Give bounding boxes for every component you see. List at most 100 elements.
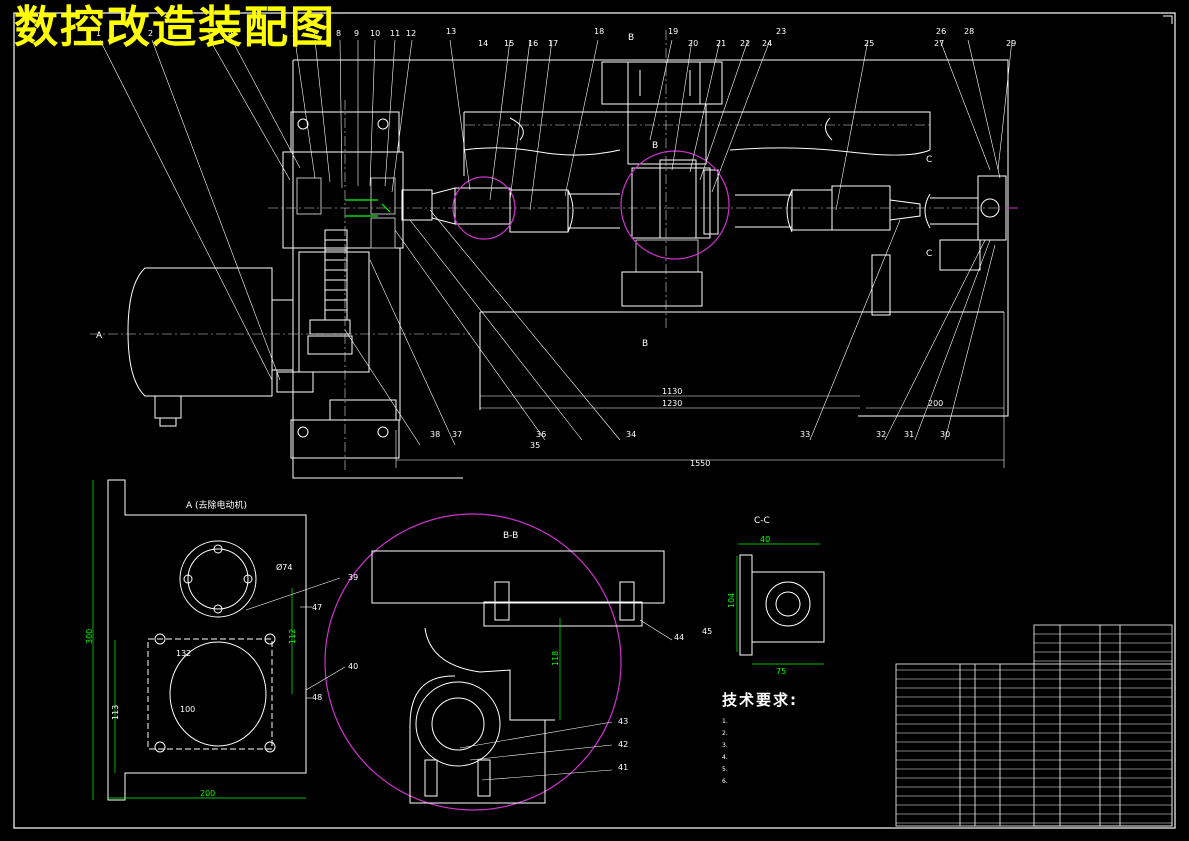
drawing-border [13, 12, 1176, 829]
dim-74: Ø74 [276, 562, 292, 572]
section-marker-b-bottom: B [642, 339, 648, 349]
callout-43: 43 [618, 717, 628, 726]
callout-13: 13 [446, 27, 456, 36]
callout-28: 28 [964, 27, 974, 36]
callout-17: 17 [548, 39, 558, 48]
dim-118: 118 [551, 651, 560, 666]
b-section-leaders [459, 619, 673, 781]
callout-48: 48 [312, 693, 322, 702]
callout-42: 42 [618, 740, 628, 749]
dim-200-a: 200 [200, 789, 215, 798]
callout-35: 35 [530, 441, 540, 450]
dim-1230: 1230 [662, 399, 682, 408]
section-marker-a: A [96, 331, 103, 341]
tech-req-item: 6. [722, 778, 728, 785]
callout-3: 3 [206, 29, 211, 38]
callout-11: 11 [390, 29, 400, 38]
dim-113: 113 [111, 705, 120, 720]
callout-30: 30 [940, 430, 950, 439]
callout-37: 37 [452, 430, 462, 439]
dim-132: 132 [176, 649, 191, 658]
section-marker-c-bottom: C [926, 249, 932, 259]
callout-26: 26 [936, 27, 946, 36]
callout-29: 29 [1006, 39, 1016, 48]
callout-39: 39 [348, 573, 358, 582]
a-view-leaders [245, 577, 346, 699]
dim-300: 300 [85, 629, 94, 644]
centerlines [90, 30, 1000, 470]
main-dimensions [395, 312, 1005, 468]
callout-34: 34 [626, 430, 636, 439]
c-section-title: C-C [754, 516, 770, 526]
callout-14: 14 [478, 39, 488, 48]
tech-req-item: 2. [722, 730, 728, 737]
callout-27: 27 [934, 39, 944, 48]
b-section-labels: 118 43 42 41 44 45 [551, 627, 712, 772]
callout-40: 40 [348, 662, 358, 671]
callout-18: 18 [594, 27, 604, 36]
callout-labels: B B B C C A 1 2 3 4 5 7 8 9 10 11 12 13 … [96, 27, 1016, 468]
dim-100: 100 [180, 705, 195, 714]
tech-req-item: 1. [722, 718, 728, 725]
tech-req-item: 3. [722, 742, 728, 749]
dim-1130: 1130 [662, 387, 682, 396]
callout-8: 8 [336, 29, 341, 38]
top-leaders [99, 39, 1013, 381]
callout-20: 20 [688, 39, 698, 48]
main-view [127, 59, 1018, 479]
callout-38: 38 [430, 430, 440, 439]
tech-req-item: 5. [722, 766, 728, 773]
section-marker-b-mid: B [652, 141, 658, 151]
a-view-dims [92, 480, 306, 800]
callout-44: 44 [674, 633, 684, 642]
section-marker-c-top: C [926, 155, 932, 165]
callout-22: 22 [740, 39, 750, 48]
technical-requirements: 技术要求: 1. 2. 3. 4. 5. 6. [722, 690, 872, 788]
view-titles: A (去除电动机) B-B C-C [186, 499, 770, 541]
title-block [895, 624, 1173, 827]
callout-19: 19 [668, 27, 678, 36]
dim-1550: 1550 [690, 459, 710, 468]
dim-75: 75 [776, 667, 786, 676]
bottom-leaders [344, 209, 996, 446]
title-block-rows [896, 633, 1172, 824]
callout-31: 31 [904, 430, 914, 439]
highlight-marks [345, 199, 391, 217]
callout-9: 9 [354, 29, 359, 38]
a-view-dim-labels: 300 200 112 [85, 629, 297, 798]
callout-1: 1 [96, 29, 101, 38]
a-view-title: A (去除电动机) [186, 499, 247, 511]
a-view-white-labels: Ø74 132 100 113 39 47 40 48 [111, 562, 358, 720]
callout-16: 16 [528, 39, 538, 48]
callout-15: 15 [504, 39, 514, 48]
callout-32: 32 [876, 430, 886, 439]
dim-40: 40 [760, 535, 770, 544]
b-section [371, 550, 665, 804]
dim-112: 112 [288, 629, 297, 644]
a-view [107, 479, 307, 801]
c-section [739, 554, 825, 656]
callout-36: 36 [536, 430, 546, 439]
section-marker-b-top: B [628, 33, 634, 43]
corner-mark [1163, 15, 1173, 24]
callout-21: 21 [716, 39, 726, 48]
callout-2: 2 [148, 29, 153, 38]
drawing-title: 数控改造装配图 [14, 2, 336, 53]
callout-25: 25 [864, 39, 874, 48]
detail-circles [324, 150, 730, 811]
tech-req-title: 技术要求: [722, 691, 798, 709]
tech-req-item: 4. [722, 754, 728, 761]
callout-45: 45 [702, 627, 712, 636]
callout-5: 5 [292, 29, 297, 38]
callout-7: 7 [312, 29, 317, 38]
callout-47: 47 [312, 603, 322, 612]
callout-4: 4 [228, 29, 233, 38]
c-section-dims [736, 543, 824, 665]
callout-41: 41 [618, 763, 628, 772]
callout-33: 33 [800, 430, 810, 439]
callout-10: 10 [370, 29, 380, 38]
callout-12: 12 [406, 29, 416, 38]
callout-24: 24 [762, 39, 772, 48]
dim-104: 104 [727, 593, 736, 608]
